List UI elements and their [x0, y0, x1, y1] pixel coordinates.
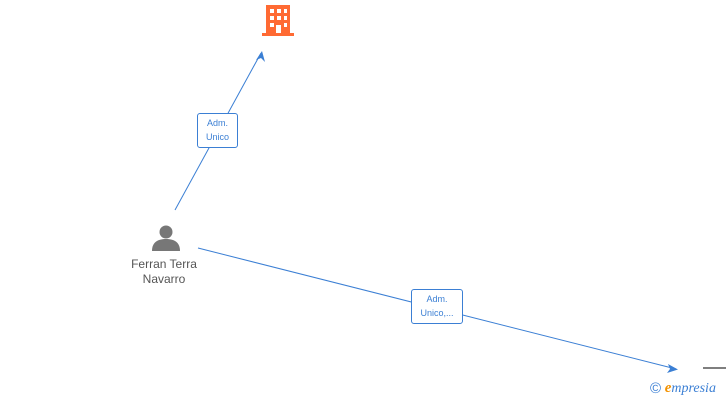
person-name-line2: Navarro — [142, 272, 186, 286]
edge-label-1[interactable]: Adm. Unico — [197, 113, 238, 148]
edge-label-2[interactable]: Adm. Unico,... — [411, 289, 463, 324]
person-icon[interactable] — [152, 225, 180, 252]
copyright-symbol: © — [650, 380, 662, 397]
edge-arrow-2 — [667, 364, 678, 373]
brand-logo-e: e — [664, 380, 672, 396]
brand-name: mpresia — [671, 381, 716, 396]
edge-label-1-line2: Unico — [205, 132, 229, 142]
edge-label-2-line2: Unico,... — [420, 308, 454, 318]
edge-label-2-line1: Adm. — [426, 294, 448, 304]
person-name-label[interactable]: Ferran Terra Navarro — [114, 257, 214, 287]
edge-label-1-line1: Adm. — [206, 118, 228, 128]
brand-watermark: © empresia — [650, 380, 716, 398]
building-icon[interactable] — [262, 5, 294, 36]
person-name-line1: Ferran Terra — [131, 257, 197, 271]
edge-arrow-1 — [256, 51, 265, 62]
